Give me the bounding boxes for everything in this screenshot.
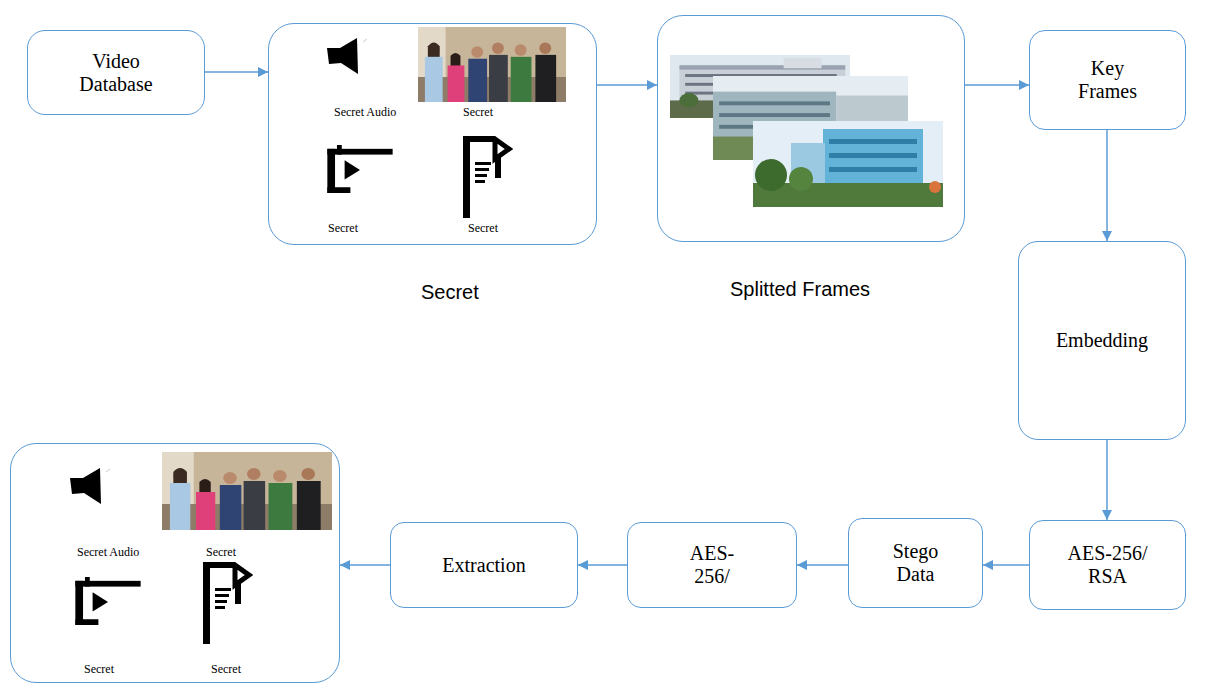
flow-arrow — [1106, 440, 1108, 520]
flow-arrow — [797, 564, 848, 566]
extracted-icons — [70, 452, 332, 644]
document-icon — [203, 562, 249, 644]
process-box: AES-256/ RSA — [1029, 520, 1186, 610]
box-label: Key Frames — [1063, 57, 1153, 103]
audio-icon — [327, 38, 367, 74]
video-icon — [327, 145, 392, 193]
item-label: Secret — [84, 663, 114, 677]
group-box: Splitted Frames — [657, 15, 965, 242]
box-label: Video Database — [61, 50, 171, 96]
item-label: Secret — [463, 106, 493, 120]
flow-arrow — [983, 564, 1029, 566]
group-heading: Secret — [421, 281, 479, 304]
flow-arrow — [340, 564, 390, 566]
group-box: Secret AudioSecretSecretSecretSecret — [268, 23, 597, 245]
frame-images — [670, 55, 943, 207]
box-label: Stego Data — [881, 540, 951, 586]
box-label: AES- 256/ — [682, 542, 742, 588]
process-box: AES- 256/ — [627, 522, 797, 608]
group-heading: Splitted Frames — [730, 278, 870, 301]
process-box: Stego Data — [848, 518, 983, 608]
item-label: Secret — [206, 546, 236, 560]
item-label: Secret — [468, 222, 498, 236]
process-box: Key Frames — [1029, 30, 1186, 130]
item-label: Secret Audio — [334, 106, 396, 120]
flow-arrow — [1106, 130, 1108, 241]
secret-icons — [327, 27, 566, 218]
process-box: Extraction — [390, 522, 578, 608]
box-label: AES-256/ RSA — [1053, 542, 1163, 588]
box-label: Extraction — [409, 554, 559, 577]
flow-arrow — [578, 564, 627, 566]
secret-photo — [162, 452, 332, 530]
video-icon — [75, 577, 140, 625]
item-label: Secret — [211, 663, 241, 677]
item-label: Secret Audio — [77, 546, 139, 560]
flow-arrow — [597, 84, 657, 86]
audio-icon — [70, 468, 110, 504]
flow-arrow — [205, 71, 268, 73]
document-icon — [463, 136, 509, 218]
frame-image — [753, 121, 943, 207]
group-box: Secret AudioSecretSecretSecret — [10, 443, 340, 683]
flow-arrow — [965, 84, 1029, 86]
secret-photo — [418, 27, 566, 102]
item-label: Secret — [328, 222, 358, 236]
box-label: Embedding — [1032, 329, 1172, 352]
process-box: Embedding — [1018, 241, 1186, 440]
process-box: Video Database — [27, 30, 205, 115]
